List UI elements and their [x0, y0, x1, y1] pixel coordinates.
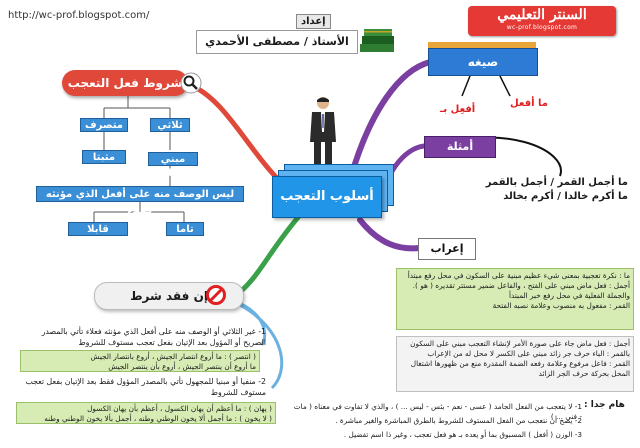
businessman-icon — [310, 97, 336, 168]
sigha-form2: أفعِل بـ — [440, 104, 476, 115]
example-line-1: ما أجمل القمر / أجمل بالقمر — [485, 177, 628, 188]
cond-tamman: تاما — [166, 222, 204, 236]
irab-line: المحل بحركة حرف الجر الزائد — [538, 369, 630, 378]
irab-line: القمر : مفعول به منصوب وعلامة نصبه الفتح… — [492, 301, 630, 310]
irab-afil-bi: أجمل : فعل ماض جاء على صورة الأمر لإنشاء… — [396, 336, 634, 392]
irab-line: ما : نكرة تعجبية بمعنى شيء عظيم مبنية عل… — [407, 271, 630, 280]
cond-mabni: مبني للمعلوم — [148, 152, 198, 179]
irab-line: والجملة الفعلية في محل رفع خبر المبتدأ — [508, 291, 630, 300]
author-tag: إعداد — [296, 14, 331, 29]
irab-title: إعراب — [418, 238, 476, 260]
logo-url: wc-prof.blogspot.com — [506, 24, 578, 31]
irab-line: بالقمر : الباء حرف جر زائد مبني على الكس… — [427, 349, 630, 358]
notes-heading: هام جدا : — [584, 400, 625, 410]
cond-thulathi: ثلاثي — [150, 118, 190, 132]
example-line-2: ما أكرم خالدا / أكرم بخالد — [503, 191, 628, 202]
books-icon — [360, 29, 394, 52]
irab-line: القمر : فاعل مرفوع وعلامة رفعه الضمة الم… — [410, 359, 630, 368]
note-3: 3- الوزن ( أفعل ) المسبوق بما أو يعده بـ… — [343, 430, 582, 439]
sigha-tab — [428, 42, 536, 50]
sigha-title: صيغه — [428, 48, 538, 76]
blog-url[interactable]: http://wc-prof.blogspot.com/ — [8, 10, 150, 21]
sigha-form1: ما أفعل — [510, 98, 548, 109]
irab-line: أجمل : فعل ماض جاء على صورة الأمر لإنشاء… — [410, 339, 630, 348]
magnifier-icon — [180, 72, 202, 94]
site-logo: السنتر التعليمي wc-prof.blogspot.com — [468, 6, 616, 36]
examples-title: أمثلة — [424, 136, 496, 158]
cond-qabilan: قابلا للتفاوت — [68, 222, 128, 249]
loss-example-1: ( انتصر ) : ما أروع انتصار الجيش ، أروع … — [20, 350, 260, 372]
loss-example-2-line: ( لا يخون ) : ما أجمل ألا يخون الوطني وط… — [44, 414, 272, 423]
loss-example-2-line: ( يهان ) : ما أعظم أن يهان الكسول ، أعظم… — [87, 404, 272, 413]
cond-muthbat: مثبتا — [82, 150, 126, 164]
no-entry-icon — [206, 285, 226, 305]
note-2: 2- يصح أن نتعجب من الفعل المستوف للشروط … — [335, 416, 582, 425]
conditions-title: شروط فعل التعجب — [62, 70, 188, 96]
author-name: الأستاذ / مصطفى الأحمدي — [196, 30, 358, 54]
irab-ma-afal: ما : نكرة تعجبية بمعنى شيء عظيم مبنية عل… — [396, 268, 634, 330]
main-title-stack: أسلوب التعجب — [260, 160, 394, 220]
loss-example-2: ( يهان ) : ما أعظم أن يهان الكسول ، أعظم… — [16, 402, 276, 424]
irab-line: أجمل : فعل ماض مبني على الفتح ، والفاعل … — [412, 281, 630, 290]
logo-title: السنتر التعليمي — [497, 7, 587, 23]
loss-rule-2-line: 2- منفيا أو مبنيا للمجهول تأتي بالمصدر ا… — [25, 377, 266, 386]
loss-rule-1: 1- غير الثلاثي أو الوصف منه على أفعل الذ… — [14, 326, 266, 348]
cond-mutasarrif: متصرف — [80, 118, 128, 132]
loss-rule-2: 2- منفيا أو مبنيا للمجهول تأتي بالمصدر ا… — [14, 376, 266, 398]
main-title: أسلوب التعجب — [272, 176, 382, 218]
loss-example-1-line: ( انتصر ) : ما أروع انتصار الجيش ، أروع … — [90, 352, 256, 361]
examples-list: ما أجمل القمر / أجمل بالقمر ما أكرم خالد… — [392, 176, 628, 204]
loss-rule-2-line: مستوف للشروط — [210, 388, 266, 397]
note-1: 1- لا يتعجب من الفعل الجامد ( عسى - نعم … — [293, 402, 582, 421]
loss-example-1-line: ما أروع أن ينتصر الجيش ، أروع بأن ينتصر … — [108, 362, 256, 371]
loss-rule-1-line: الصريح أو المؤول بعد الإتيان بفعل تعجب م… — [78, 338, 266, 347]
loss-rule-1-line: 1- غير الثلاثي أو الوصف منه على أفعل الذ… — [41, 327, 266, 336]
cond-laysa: ليس الوصف منه على أفعل الذي مؤنثه فعلاء — [36, 186, 244, 216]
